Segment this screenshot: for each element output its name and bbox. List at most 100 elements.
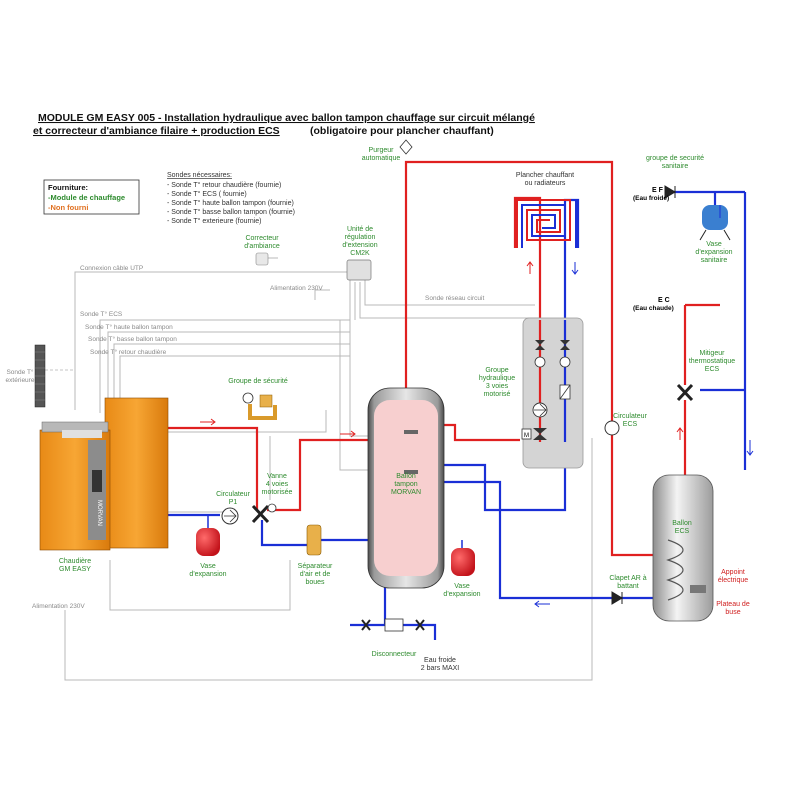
label-alim-230-top: Alimentation 230V: [270, 285, 323, 292]
label-vase-sanitaire: Vase: [706, 241, 722, 248]
label-ef-sub: (Eau froide): [633, 195, 669, 202]
label-unite: d'extension: [342, 242, 377, 249]
label-ballon-ecs: Ballon: [672, 520, 692, 527]
label-sonde-haute: Sonde T° haute ballon tampon: [85, 323, 173, 331]
sensor-item: - Sonde T° exterieure (fournie): [167, 217, 262, 225]
safety-group: [242, 392, 277, 420]
boiler: [39, 397, 169, 551]
label-circulateur-p1: P1: [229, 499, 238, 506]
label-groupe-secu-sanitaire: sanitaire: [662, 163, 689, 170]
check-valve-icon: [611, 591, 623, 605]
label-appoint: Appoint: [721, 569, 745, 576]
label-mitigeur: ECS: [705, 366, 720, 373]
expansion-vessel: [451, 540, 475, 576]
label-eau-froide: Eau froide: [424, 657, 456, 664]
label-sonde-ext: extérieure: [6, 377, 35, 384]
sensor-item: - Sonde T° retour chaudière (fournie): [167, 181, 281, 189]
thermometer-icon: [534, 356, 546, 368]
label-circulateur-ecs: Circulateur: [613, 413, 648, 420]
label-unite: régulation: [345, 234, 376, 241]
label-vase-tampon: d'expansion: [443, 591, 480, 598]
svg-text:M: M: [524, 433, 529, 439]
valve-icon: [535, 340, 570, 350]
legend-supplied: -Module de chauffage: [48, 193, 125, 202]
room-corrector: [255, 252, 269, 266]
label-mitigeur: thermostatique: [689, 358, 735, 365]
label-groupe-hydraulique: motorisé: [484, 391, 511, 398]
thermometer-icon: [559, 356, 571, 368]
label-vase-chaudiere: d'expansion: [189, 571, 226, 578]
pump-ecs-icon: [604, 420, 620, 436]
label-appoint: électrique: [718, 577, 748, 584]
label-vase-sanitaire: d'expansion: [695, 249, 732, 256]
label-clapet: Clapet AR à: [609, 575, 646, 582]
label-groupe-securite: Groupe de sécurité: [228, 378, 288, 385]
label-connexion-utp: Connexion câble UTP: [80, 265, 143, 272]
label-vanne: Vanne: [267, 473, 287, 480]
sensor-item: - Sonde T° ECS ( fournie): [167, 190, 247, 198]
control-unit-cm2k: [346, 259, 372, 281]
label-ballon-tampon: MORVAN: [391, 489, 421, 496]
label-sonde-ecs: Sonde T° ECS: [80, 310, 123, 318]
label-plateau: buse: [725, 609, 740, 616]
sensor-item: - Sonde T° basse ballon tampon (fournie): [167, 208, 295, 216]
label-circulateur-ecs: ECS: [623, 421, 638, 428]
sanitary-expansion-vessel: [699, 205, 731, 241]
label-disconnecteur: Disconnecteur: [372, 651, 417, 658]
buffer-tank: [367, 387, 445, 589]
disconnector: [361, 618, 425, 632]
label-groupe-hydraulique: hydraulique: [479, 375, 515, 382]
title-line2: et correcteur d'ambiance filaire + produ…: [33, 125, 280, 137]
title-line1: MODULE GM EASY 005 - Installation hydrau…: [38, 112, 535, 124]
label-unite: Unité de: [347, 226, 373, 233]
label-chaudiere: GM EASY: [59, 566, 91, 573]
label-vase-tampon: Vase: [454, 583, 470, 590]
safety-valve-icon: [664, 185, 676, 199]
thermostatic-mixer-icon: [676, 383, 694, 402]
label-separateur: boues: [305, 579, 325, 586]
label-unite: CM2K: [350, 250, 370, 257]
underfloor-coil: [516, 199, 577, 248]
label-sonde-retour: Sonde T° retour chaudière: [90, 348, 167, 356]
label-ef: E F: [652, 187, 664, 194]
label-ec-sub: (Eau chaude): [633, 305, 674, 312]
label-plancher: ou radiateurs: [525, 180, 566, 187]
label-mitigeur: Mitigeur: [700, 350, 726, 357]
title-line2b: (obligatoire pour plancher chauffant): [310, 125, 494, 137]
sensors-title: Sondes nécessaires:: [167, 172, 232, 179]
label-correcteur: d'ambiance: [244, 243, 280, 250]
label-sonde-ext: Sonde T°: [6, 368, 33, 376]
label-vanne: motorisée: [262, 489, 293, 496]
label-plancher: Plancher chauffant: [516, 172, 574, 179]
sensors-list: Sondes nécessaires: - Sonde T° retour ch…: [167, 172, 295, 225]
expansion-vessel: [196, 515, 220, 556]
label-groupe-secu-sanitaire: groupe de securité: [646, 155, 704, 162]
label-sonde-basse: Sonde T° basse ballon tampon: [88, 335, 177, 343]
legend-not-supplied: -Non fourni: [48, 203, 88, 212]
label-purgeur: automatique: [362, 155, 401, 162]
label-correcteur: Correcteur: [245, 235, 279, 242]
flow-arrows: [200, 205, 754, 608]
separator-icon: [306, 524, 322, 556]
label-vase-sanitaire: sanitaire: [701, 257, 728, 264]
label-plateau: Plateau de: [716, 601, 750, 608]
label-ballon-ecs: ECS: [675, 528, 690, 535]
label-circulateur-p1: Circulateur: [216, 491, 251, 498]
label-sonde-reseau: Sonde réseau circuit: [425, 295, 484, 302]
hydraulic-group-box: [522, 317, 584, 469]
label-vanne: 4 voies: [266, 481, 289, 488]
label-chaudiere: Chaudière: [59, 558, 91, 565]
label-vase-chaudiere: Vase: [200, 563, 216, 570]
purger-icon: [399, 139, 413, 155]
label-clapet: battant: [617, 583, 638, 590]
label-eau-froide: 2 bars MAXI: [421, 665, 460, 672]
label-separateur: Séparateur: [298, 563, 333, 570]
label-ballon-tampon: tampon: [394, 481, 417, 488]
label-groupe-hydraulique: 3 voies: [486, 383, 509, 390]
four-way-valve-icon: [251, 503, 277, 524]
legend-title: Fourniture:: [48, 183, 88, 192]
label-groupe-hydraulique: Groupe: [485, 367, 508, 374]
label-separateur: d'air et de: [300, 571, 331, 578]
sensor-item: - Sonde T° haute ballon tampon (fournie): [167, 199, 294, 207]
